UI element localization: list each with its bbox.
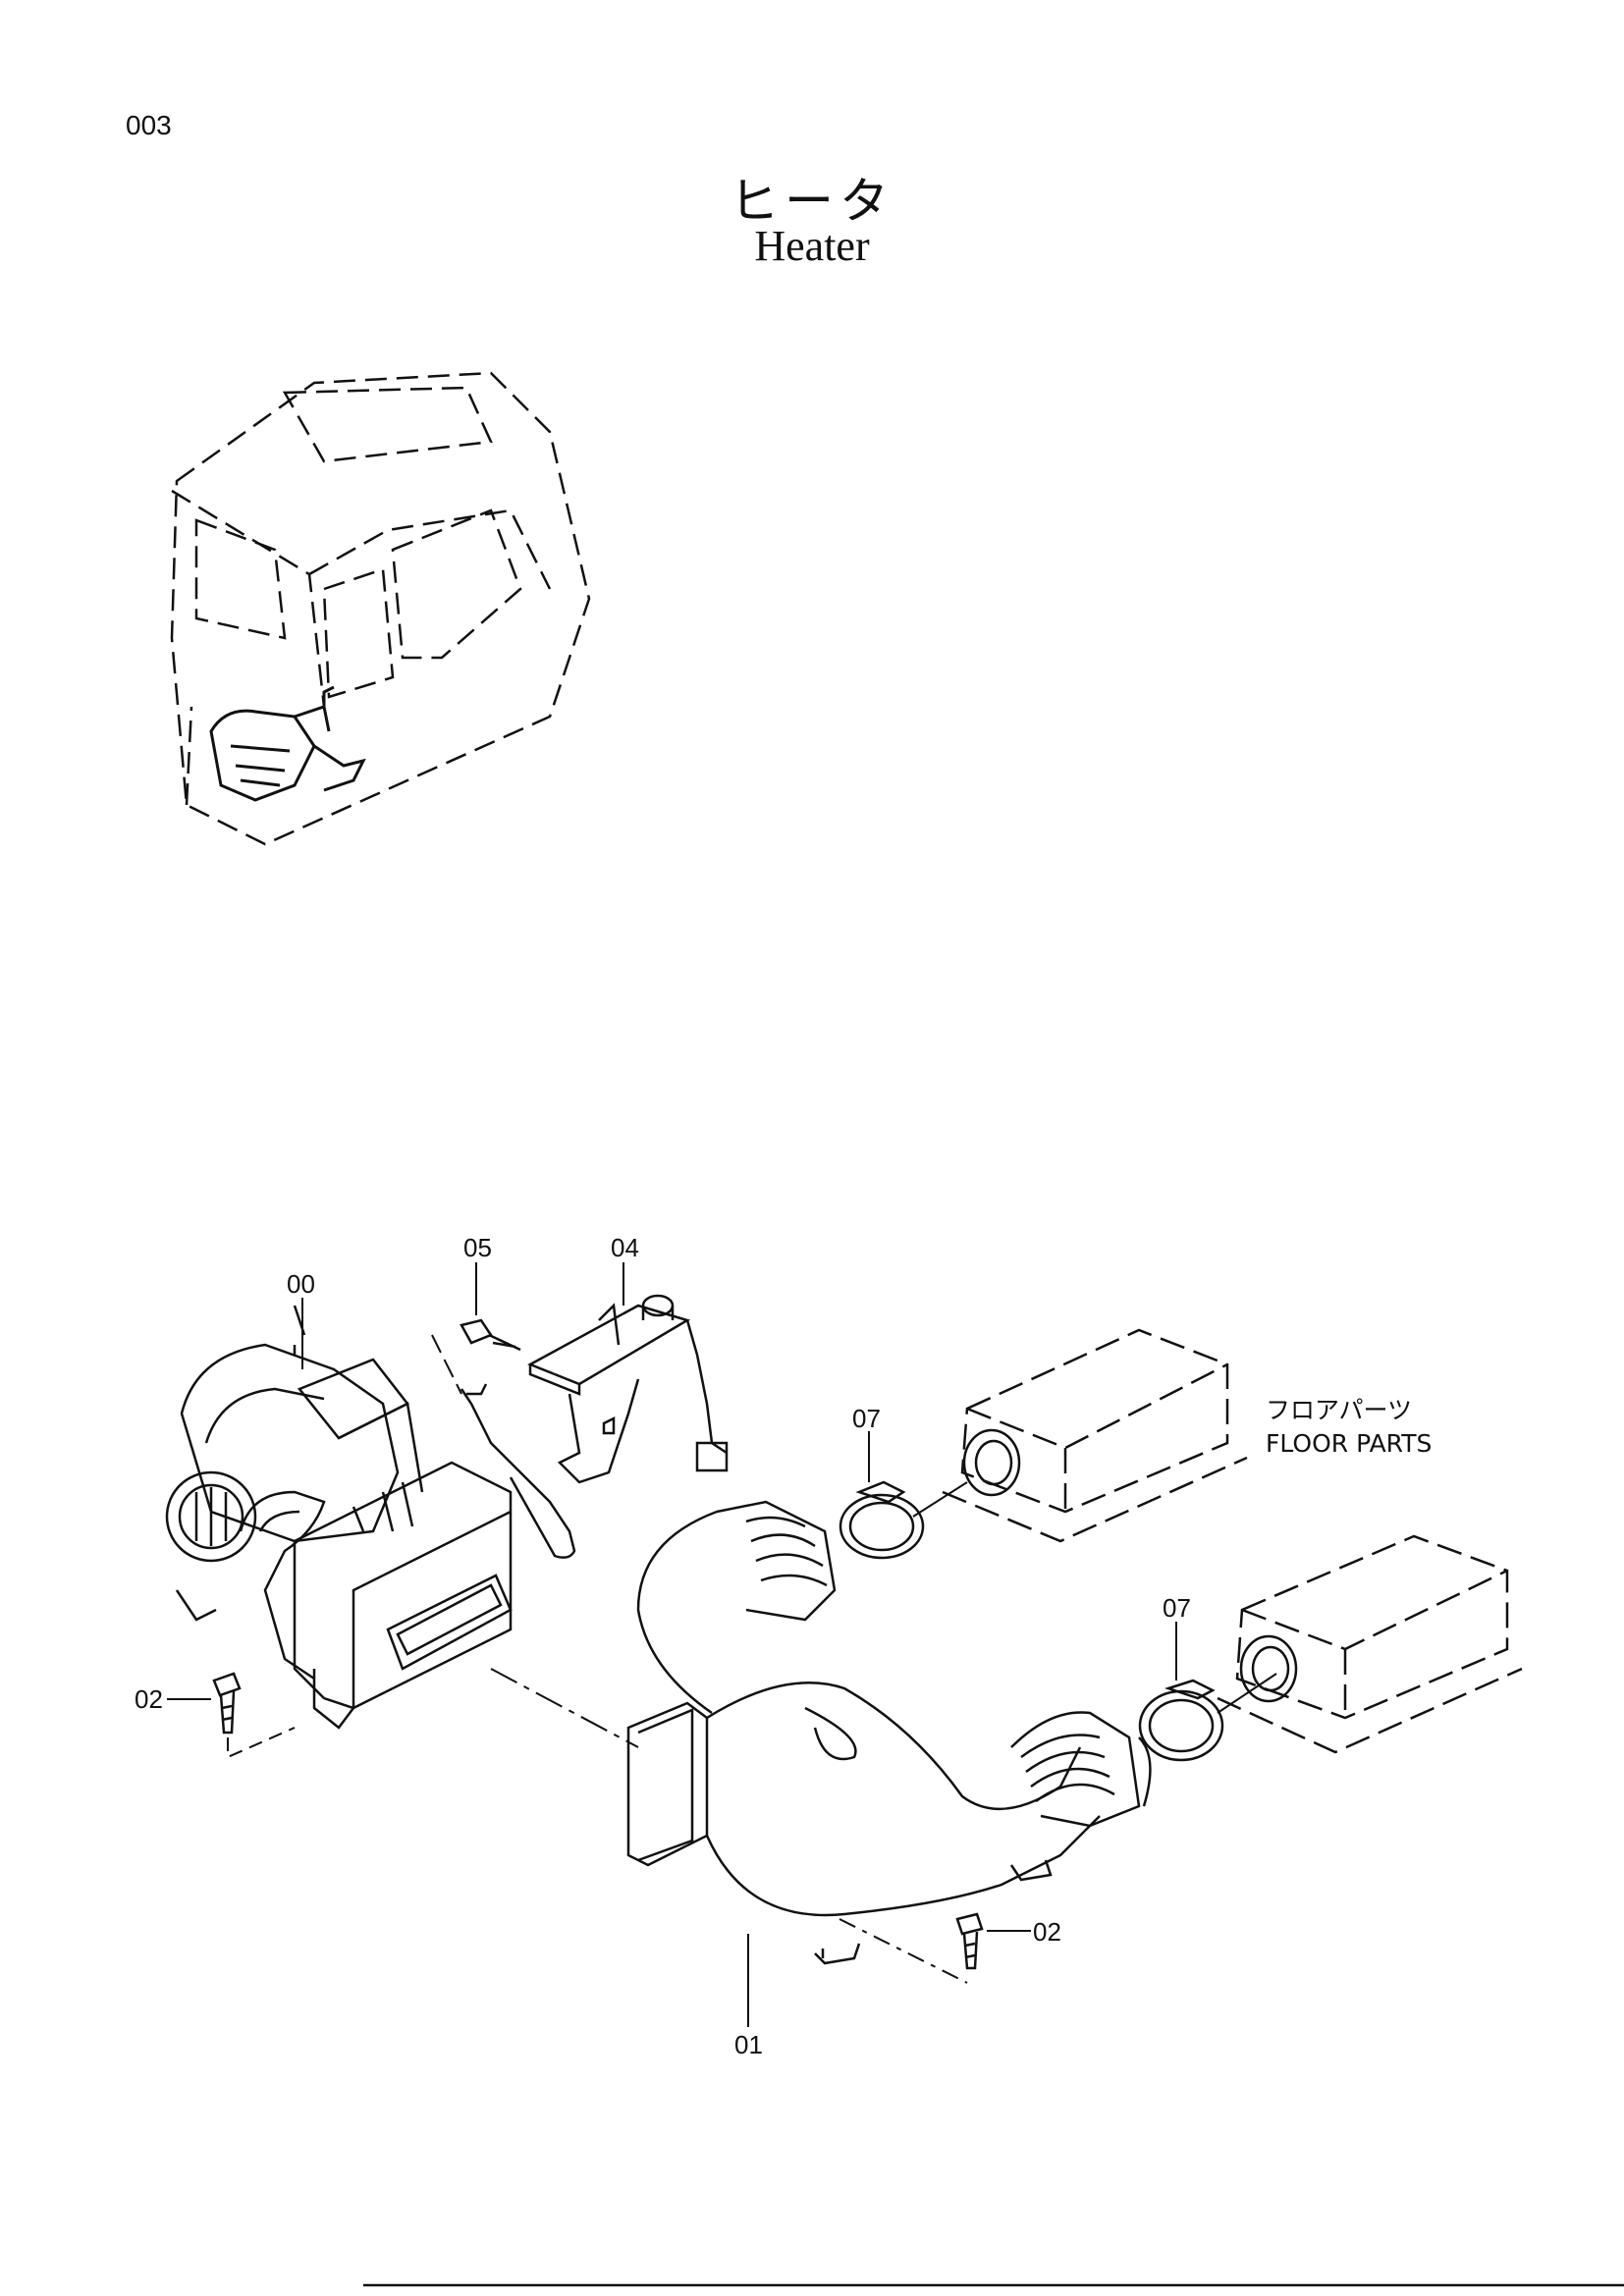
bolt-02-right-illustration xyxy=(955,1912,984,1970)
heater-unit-illustration xyxy=(165,1305,513,1730)
clamp-07-bottom-illustration xyxy=(1138,1679,1224,1762)
callout-07-bottom: 07 xyxy=(1163,1593,1191,1623)
floor-part-box-top xyxy=(942,1328,1248,1543)
bolt-02-left-illustration xyxy=(212,1672,242,1735)
callout-05: 05 xyxy=(463,1233,492,1262)
dashed-leader-02-left xyxy=(227,1727,296,1759)
duct-01-illustration xyxy=(626,1500,1152,1965)
floor-part-box-top-port xyxy=(962,1428,1021,1497)
floor-part-box-bottom-port xyxy=(1239,1634,1298,1703)
floor-parts-label-japanese: フロアパーツ xyxy=(1266,1396,1413,1424)
callout-01: 01 xyxy=(734,2030,763,2059)
dashed-leader-duct xyxy=(490,1668,639,1748)
screw-05-illustration xyxy=(460,1318,521,1352)
callout-04: 04 xyxy=(611,1233,639,1262)
callout-02-left: 02 xyxy=(135,1684,163,1714)
control-cable-illustration xyxy=(431,1334,576,1559)
dashed-leader-07-top xyxy=(912,1481,968,1518)
dashed-leader-02-right xyxy=(839,1918,968,1984)
callout-00: 00 xyxy=(287,1269,315,1299)
floor-parts-label-english: FLOOR PARTS xyxy=(1266,1429,1433,1458)
control-panel-04-illustration xyxy=(527,1294,729,1484)
floor-parts-label: フロアパーツ FLOOR PARTS xyxy=(1266,1394,1432,1461)
callout-02-right: 02 xyxy=(1033,1917,1061,1947)
page-number: 003 xyxy=(126,110,172,140)
cab-overview-illustration xyxy=(170,371,591,846)
page-title-japanese: ヒータ xyxy=(730,173,894,230)
cab-heater-unit-icon xyxy=(209,685,366,802)
floor-part-box-bottom xyxy=(1217,1534,1523,1754)
page-title-english: Heater xyxy=(754,222,870,270)
callout-07-top: 07 xyxy=(852,1404,881,1433)
dashed-leader-07-bottom xyxy=(1217,1673,1277,1714)
clamp-07-top-illustration xyxy=(839,1480,925,1560)
